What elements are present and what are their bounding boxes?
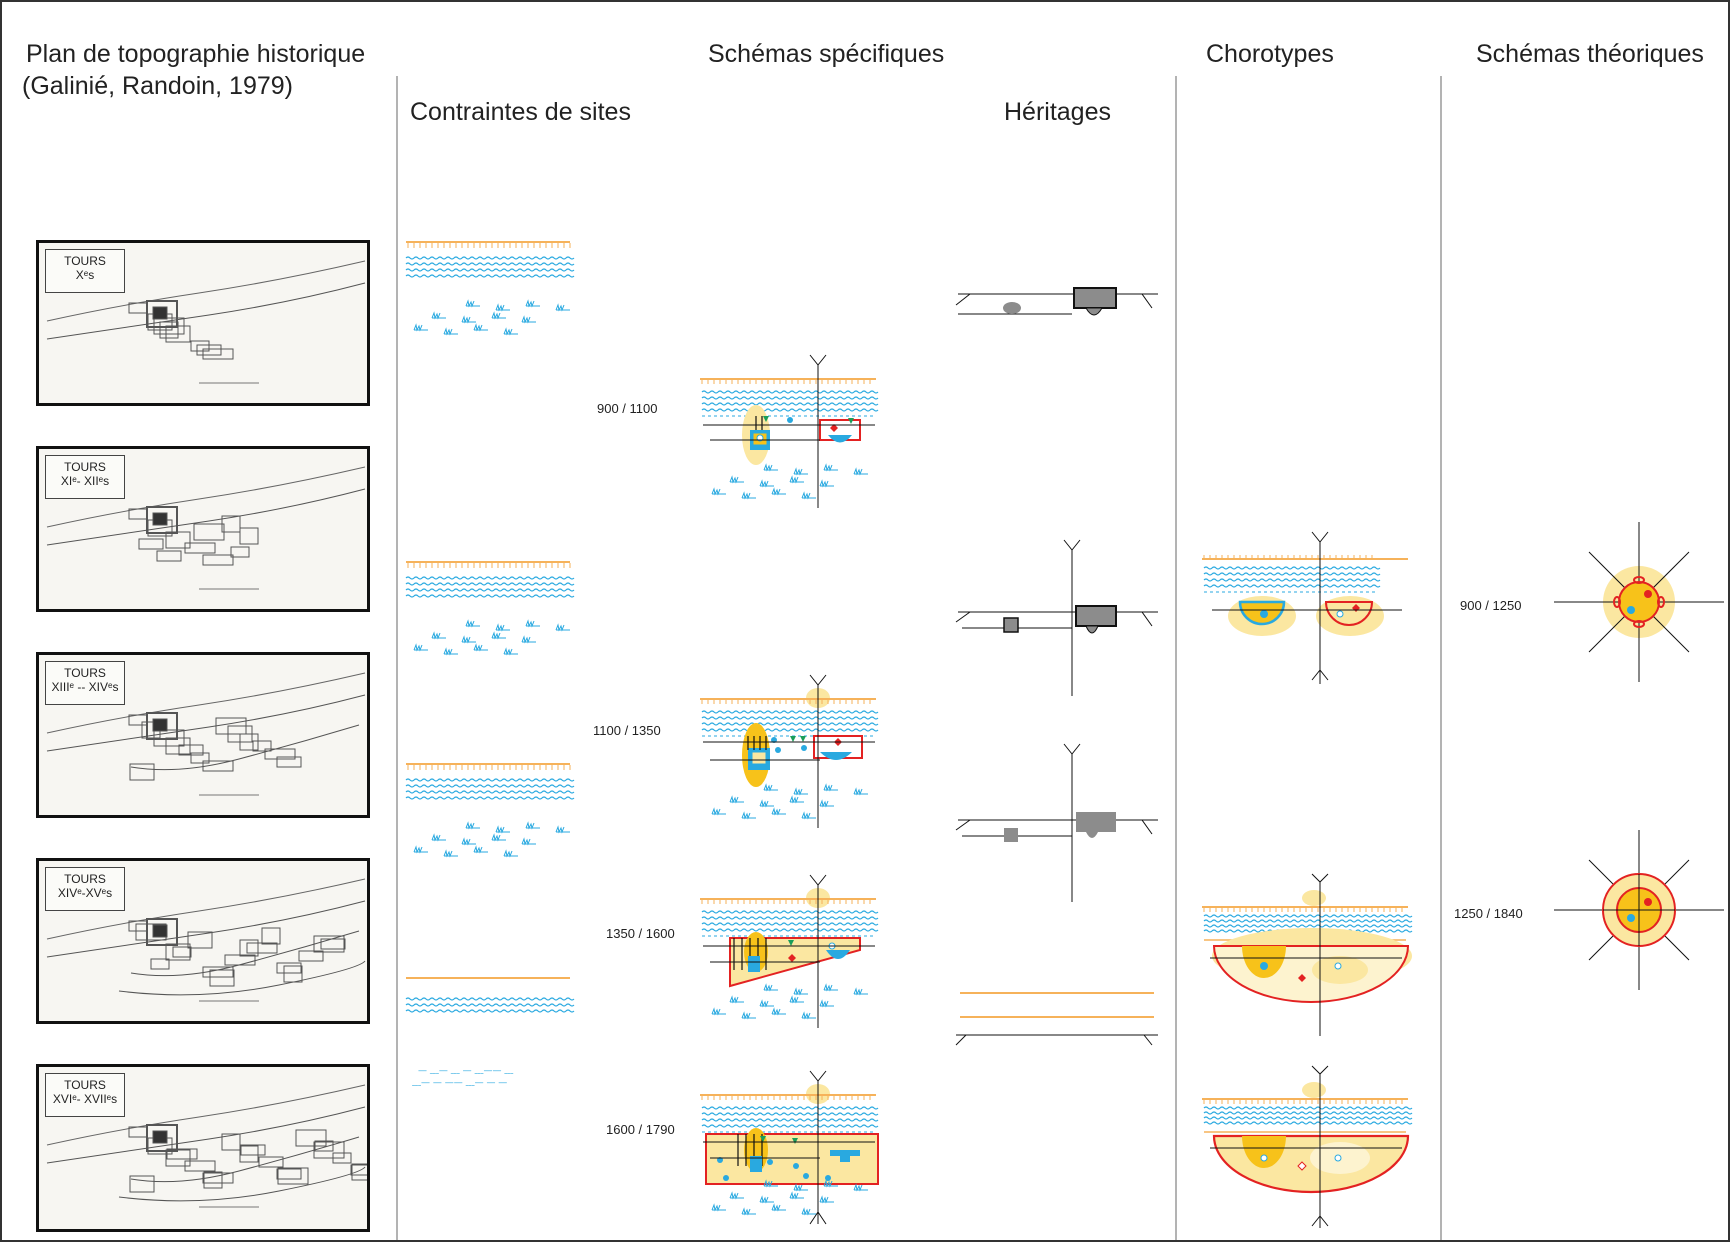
header-plan-line1: Plan de topographie historique [26,40,366,68]
hillside-tick-line [406,561,571,568]
map-period: XIVᵉ-XVᵉs [57,886,113,900]
header-schemas-specifiques: Schémas spécifiques [708,40,945,68]
heritage-schema-3 [955,743,1158,902]
river-waves [701,910,879,937]
period-label-specific: 1600 / 1790 [606,1122,675,1137]
land-ticks [701,1095,871,1100]
site-constraint-schema-3 [405,763,575,858]
land-ticks [1203,1099,1403,1104]
column-separator [1175,76,1177,1240]
period-label-theoretical: 1250 / 1840 [1454,906,1523,921]
chorotype-schema-1 [1202,531,1408,684]
map-period: XIᵉ- XIIᵉs [60,474,110,488]
specific-schema-900-1100 [700,354,879,508]
river-waves [405,256,575,278]
marsh-symbols [711,783,868,820]
land-ticks [1203,555,1373,560]
land-ticks [701,899,871,904]
map-title: TOURS [64,460,106,474]
specific-schema-1100-1350 [700,674,879,828]
heritage-schema-4 [955,992,1158,1046]
marsh-symbols [711,463,868,500]
site-constraint-schema-4: — ﹏— ﹏ — ﹏—— ﹏ ﹏— — —— ﹏— — — [405,977,575,1088]
land-ticks [701,699,871,704]
street-plan-drawing [46,260,366,384]
street-plan-drawing [46,466,366,590]
heritage-schema-1 [955,287,1158,316]
river-waves [701,390,879,417]
land-ticks [1203,907,1403,912]
period-label-specific: 900 / 1100 [597,401,658,416]
map-period: XVIᵉ- XVIIᵉs [52,1092,118,1106]
river-waves [405,778,575,800]
theoretical-schema-1250-1840 [1554,830,1724,990]
marsh-symbols [413,821,570,858]
site-constraint-schema-1 [405,241,575,336]
column-separator [396,76,398,1240]
site-constraint-schema-2 [405,561,575,656]
river-waves [701,710,879,737]
header-contraintes-sites: Contraintes de sites [410,98,631,126]
period-label-specific: 1350 / 1600 [606,926,675,941]
column-separator [1440,76,1442,1240]
chorotype-schema-3 [1202,1065,1413,1228]
river-waves [405,997,575,1013]
period-label-specific: 1100 / 1350 [593,723,661,738]
marsh-symbols [413,299,570,336]
marsh-symbols: — ﹏— ﹏ — ﹏—— ﹏ ﹏— — —— ﹏— — — [412,1066,513,1088]
street-plan-drawing [46,672,366,796]
map-title: TOURS [64,872,106,886]
map-period: Xᵉs [75,268,95,282]
land-ticks [701,379,871,384]
period-label-theoretical: 900 / 1250 [1460,598,1522,613]
chorotype-schema-2 [1202,873,1413,1036]
map-title: TOURS [64,254,106,268]
marsh-symbols [711,1179,868,1216]
specific-schema-1350-1600 [700,874,879,1028]
specific-schema-1600-1790 [700,1070,879,1225]
street-plan-drawing [46,878,366,1002]
svg-text:﹏— — —— ﹏— — —: ﹏— — —— ﹏— — — [412,1078,507,1088]
header-plan-line2: (Galinié, Randoin, 1979) [22,72,293,100]
marsh-symbols [711,983,868,1020]
svg-text:— ﹏— ﹏ — ﹏—— ﹏: — ﹏— ﹏ — ﹏—— ﹏ [418,1066,513,1076]
river-waves [701,1106,879,1133]
marsh-symbols [413,619,570,656]
theoretical-schema-900-1250 [1554,522,1724,682]
header-chorotypes: Chorotypes [1206,40,1334,68]
header-schemas-theoriques: Schémas théoriques [1476,40,1704,68]
hillside-tick-line [406,763,571,770]
river-waves [1203,1106,1413,1133]
hillside-tick-line [406,241,571,248]
river-waves [405,576,575,598]
header-heritages: Héritages [1004,98,1111,126]
heritage-schema-2 [955,539,1158,696]
map-title: TOURS [64,666,106,680]
street-plan-drawing [46,1084,367,1208]
river-waves [1203,566,1381,593]
map-period: XIIIᵉ -- XIVᵉs [51,680,119,694]
map-title: TOURS [64,1078,106,1092]
